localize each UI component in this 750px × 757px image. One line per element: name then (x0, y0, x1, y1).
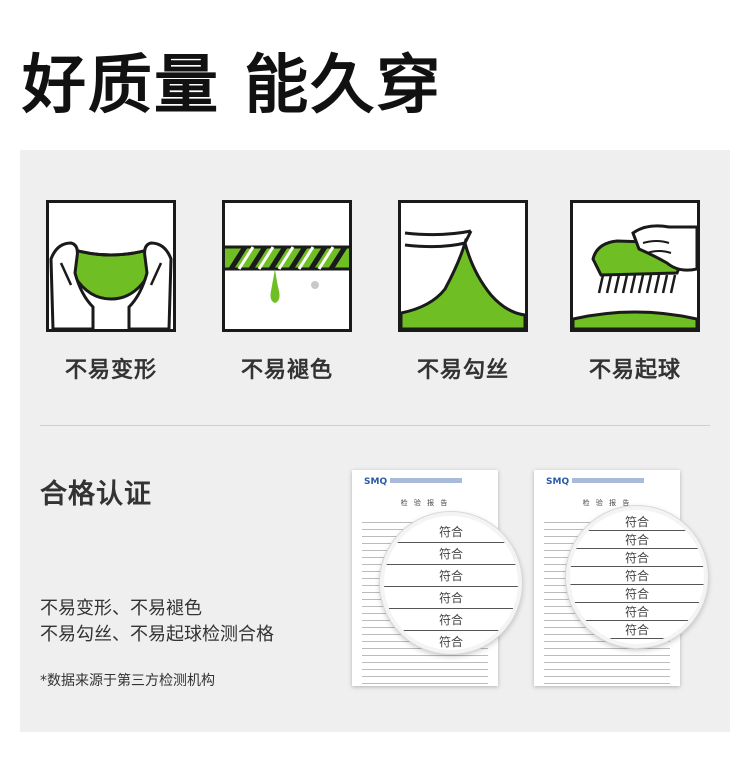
brush-on-fabric-icon (570, 200, 700, 332)
result-cell: 符合 (384, 520, 518, 543)
report-logo: SMQ (546, 477, 570, 487)
snagged-fabric-icon (398, 200, 528, 332)
result-cell: 符合 (384, 630, 518, 650)
feature-label: 不易勾丝 (416, 358, 509, 383)
result-cell: 符合 (384, 608, 518, 631)
report-title: 检 验 报 告 (582, 499, 632, 507)
magnifier-lens: 符合 符合 符合 符合 符合 符合 (380, 512, 522, 654)
certification-title: 合格认证 (40, 479, 152, 510)
result-cell: 符合 (384, 564, 518, 587)
certification-description: 不易变形、不易褪色 不易勾丝、不易起球检测合格 (40, 596, 274, 648)
feature-label: 不易变形 (64, 358, 157, 383)
feature-label: 不易褪色 (240, 358, 333, 383)
description-line: 不易勾丝、不易起球检测合格 (40, 624, 274, 645)
result-cell: 符合 (570, 584, 704, 603)
result-cell: 符合 (570, 566, 704, 585)
feature-no-snag: 不易勾丝 (398, 200, 532, 384)
magnifier-lens: 符合 符合 符合 符合 符合 符合 符合 (566, 506, 708, 648)
data-source-note: *数据来源于第三方检测机构 (40, 673, 215, 689)
report-org-name (390, 478, 462, 483)
twisted-rope-dripping-dye-icon (222, 200, 352, 332)
section-divider (40, 425, 710, 426)
hands-stretching-fabric-icon (46, 200, 176, 332)
report-title: 检 验 报 告 (400, 499, 450, 507)
feature-no-deform: 不易变形 (46, 200, 180, 384)
result-cell: 符合 (570, 602, 704, 621)
result-cell: 符合 (384, 586, 518, 609)
result-cell: 符合 (570, 512, 704, 531)
result-cell: 符合 (384, 542, 518, 565)
page-headline: 好质量 能久穿 (22, 49, 443, 123)
report-org-name (572, 478, 644, 483)
description-line: 不易变形、不易褪色 (40, 598, 202, 619)
result-cell: 符合 (570, 620, 704, 639)
report-logo: SMQ (364, 477, 388, 487)
result-cell: 符合 (570, 548, 704, 567)
feature-no-fade: 不易褪色 (222, 200, 356, 384)
result-cell: 符合 (570, 530, 704, 549)
feature-no-pilling: 不易起球 (570, 200, 704, 384)
feature-label: 不易起球 (588, 358, 681, 383)
